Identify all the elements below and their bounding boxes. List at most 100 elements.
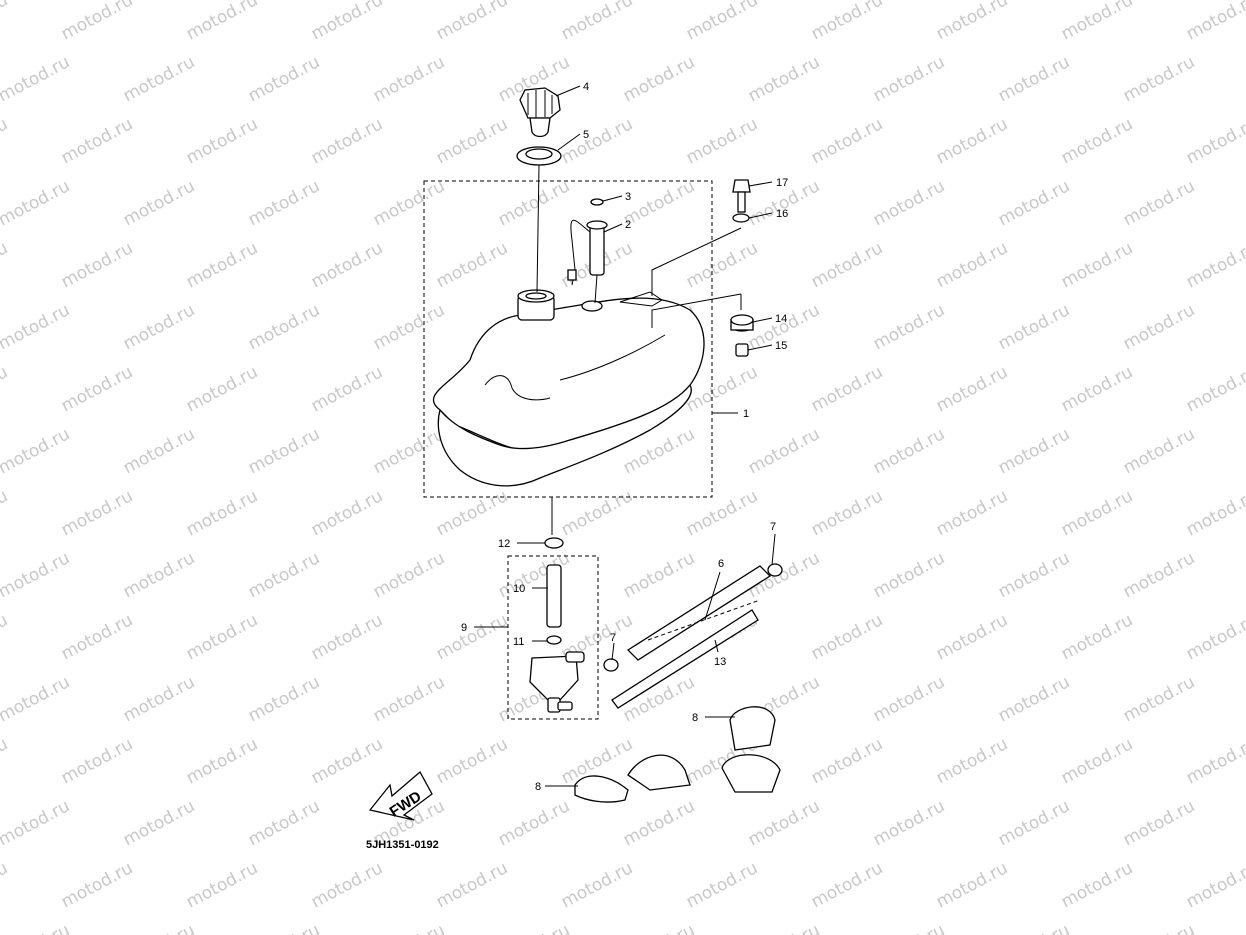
watermark-text: motod.ru <box>433 114 511 168</box>
watermark-text: motod.ru <box>1120 424 1198 478</box>
watermark-text: motod.ru <box>370 672 448 726</box>
watermark-text: motod.ru <box>433 858 511 912</box>
callout-1: 1 <box>743 408 749 420</box>
watermark-text: motod.ru <box>183 362 261 416</box>
watermark-text: motod.ru <box>1058 362 1136 416</box>
watermark-text: motod.ru <box>0 734 11 788</box>
fuel-cock-boundary <box>507 555 599 720</box>
watermark-text: motod.ru <box>370 548 448 602</box>
watermark-text: motod.ru <box>183 610 261 664</box>
watermark-text: motod.ru <box>870 672 948 726</box>
watermark-text: motod.ru <box>0 672 73 726</box>
watermark-text: motod.ru <box>683 114 761 168</box>
watermark-text: motod.ru <box>1183 486 1246 540</box>
watermark-text: motod.ru <box>933 610 1011 664</box>
watermark-text: motod.ru <box>1120 672 1198 726</box>
watermark-text: motod.ru <box>620 52 698 106</box>
watermark-text: motod.ru <box>933 362 1011 416</box>
watermark-text: motod.ru <box>58 114 136 168</box>
watermark-text: motod.ru <box>1058 610 1136 664</box>
watermark-text: motod.ru <box>808 238 886 292</box>
watermark-text: motod.ru <box>870 424 948 478</box>
forward-direction-arrow: FWD <box>368 770 433 821</box>
watermark-text: motod.ru <box>620 548 698 602</box>
watermark-text: motod.ru <box>370 52 448 106</box>
watermark-text: motod.ru <box>870 176 948 230</box>
callout-7b: 7 <box>610 632 616 644</box>
watermark-text: motod.ru <box>433 486 511 540</box>
watermark-text: motod.ru <box>1183 858 1246 912</box>
watermark-text: motod.ru <box>870 300 948 354</box>
watermark-text: motod.ru <box>620 796 698 850</box>
watermark-text: motod.ru <box>120 176 198 230</box>
watermark-text: motod.ru <box>745 920 823 935</box>
watermark-text: motod.ru <box>683 486 761 540</box>
watermark-text: motod.ru <box>933 734 1011 788</box>
watermark-text: motod.ru <box>245 672 323 726</box>
watermark-text: motod.ru <box>370 176 448 230</box>
watermark-text: motod.ru <box>995 300 1073 354</box>
watermark-text: motod.ru <box>933 114 1011 168</box>
callout-12: 12 <box>498 538 510 550</box>
watermark-text: motod.ru <box>0 52 73 106</box>
watermark-text: motod.ru <box>995 548 1073 602</box>
leader-lines <box>474 85 776 787</box>
watermark-text: motod.ru <box>308 858 386 912</box>
watermark-text: motod.ru <box>1183 114 1246 168</box>
mounting-bolt <box>732 179 751 223</box>
watermark-text: motod.ru <box>933 486 1011 540</box>
callout-10: 10 <box>513 583 525 595</box>
watermark-text: motod.ru <box>808 114 886 168</box>
watermark-text: motod.ru <box>0 424 73 478</box>
watermark-text: motod.ru <box>1120 176 1198 230</box>
watermark-text: motod.ru <box>1058 238 1136 292</box>
watermark-text: motod.ru <box>120 920 198 935</box>
watermark-text: motod.ru <box>245 920 323 935</box>
watermark-text: motod.ru <box>0 114 11 168</box>
watermark-text: motod.ru <box>1058 0 1136 44</box>
watermark-text: motod.ru <box>0 486 11 540</box>
watermark-text: motod.ru <box>558 0 636 44</box>
watermark-text: motod.ru <box>683 0 761 44</box>
watermark-text: motod.ru <box>183 0 261 44</box>
watermark-text: motod.ru <box>808 0 886 44</box>
watermark-text: motod.ru <box>1058 114 1136 168</box>
diagram-code: 5JH1351-0192 <box>366 839 439 851</box>
watermark-text: motod.ru <box>0 610 11 664</box>
watermark-text: motod.ru <box>370 300 448 354</box>
callout-9: 9 <box>461 622 467 634</box>
watermark-text: motod.ru <box>308 114 386 168</box>
watermark-text: motod.ru <box>308 486 386 540</box>
watermark-text: motod.ru <box>745 796 823 850</box>
watermark-text: motod.ru <box>58 238 136 292</box>
watermark-text: motod.ru <box>933 0 1011 44</box>
watermark-text: motod.ru <box>433 734 511 788</box>
watermark-text: motod.ru <box>0 920 73 935</box>
watermark-text: motod.ru <box>1120 548 1198 602</box>
watermark-text: motod.ru <box>0 300 73 354</box>
watermark-text: motod.ru <box>558 486 636 540</box>
callout-13: 13 <box>714 656 726 668</box>
watermark-text: motod.ru <box>995 424 1073 478</box>
watermark-text: motod.ru <box>808 610 886 664</box>
fuel-tank <box>432 289 705 487</box>
watermark-text: motod.ru <box>183 114 261 168</box>
watermark-text: motod.ru <box>870 796 948 850</box>
watermark-text: motod.ru <box>495 920 573 935</box>
hose-holder <box>574 706 781 803</box>
watermark-text: motod.ru <box>308 734 386 788</box>
watermark-text: motod.ru <box>183 486 261 540</box>
watermark-text: motod.ru <box>120 672 198 726</box>
fuel-cap <box>519 87 561 138</box>
watermark-text: motod.ru <box>995 52 1073 106</box>
watermark-text: motod.ru <box>183 734 261 788</box>
watermark-text: motod.ru <box>1120 920 1198 935</box>
watermark-text: motod.ru <box>0 238 11 292</box>
watermark-text: motod.ru <box>870 920 948 935</box>
hose-clip <box>603 563 783 672</box>
watermark-text: motod.ru <box>1120 300 1198 354</box>
watermark-text: motod.ru <box>995 672 1073 726</box>
watermark-text: motod.ru <box>120 548 198 602</box>
watermark-text: motod.ru <box>620 920 698 935</box>
